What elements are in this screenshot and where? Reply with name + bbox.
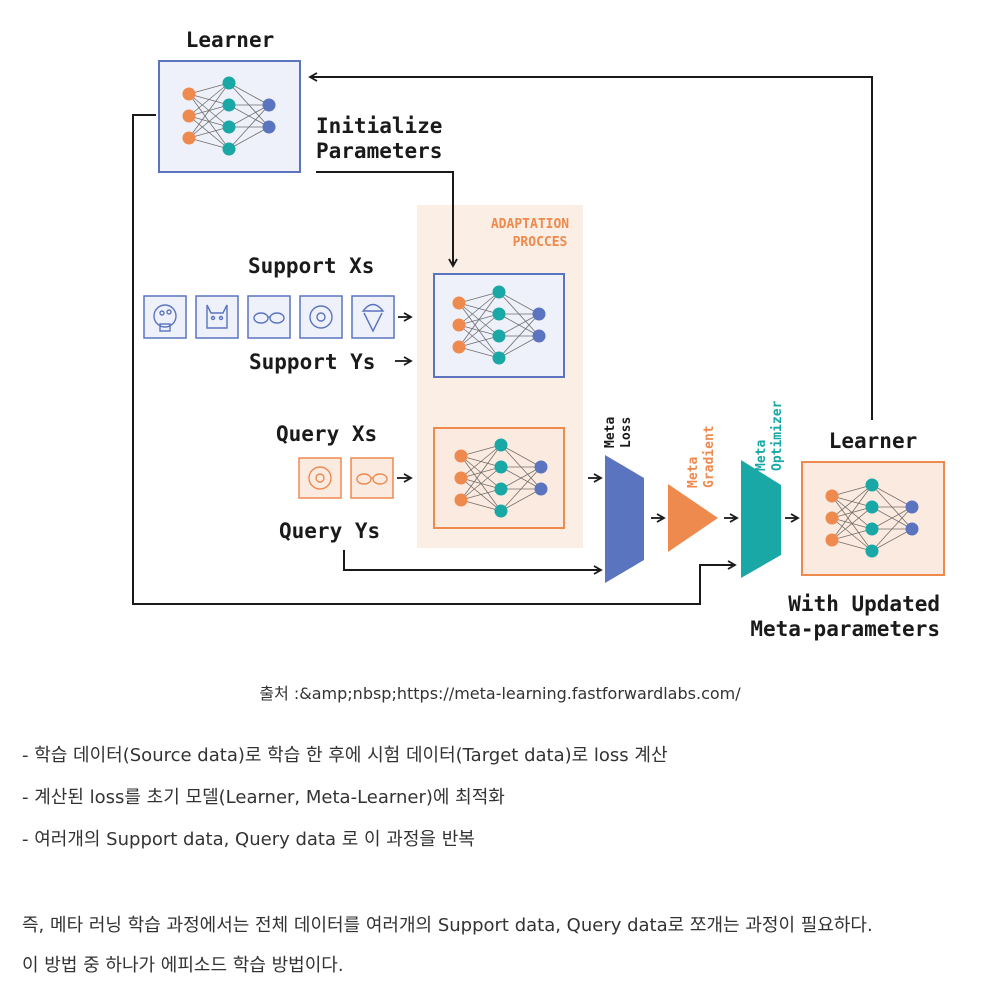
dog-icon [195,295,239,339]
query-xs-label: Query Xs [276,422,377,446]
bullet-item: - 여러개의 Support data, Query data 로 이 과정을 … [22,829,475,850]
init-params-arrow [316,171,458,268]
donut-icon [298,457,342,499]
updated-label: With Updated [788,592,940,616]
bullet-list: - 학습 데이터(Source data)로 학습 한 후에 시험 데이터(Ta… [22,742,668,868]
query-ys-arrow [343,550,603,575]
updated-label-2: Meta-parameters [750,617,940,641]
paragraph-line: 이 방법 중 하나가 에피소드 학습 방법이다. [22,955,344,976]
meta-optimizer-label: Meta [754,440,769,471]
initialize-label-2: Parameters [316,139,442,163]
initialize-label: Initialize [316,114,442,138]
feedback-arrow [308,72,873,420]
bullet-item: - 학습 데이터(Source data)로 학습 한 후에 시험 데이터(Ta… [22,745,668,766]
mushroom-icon [143,295,187,339]
meta-gradient-shape [668,484,718,552]
meta-learning-diagram: ADAPTATION PROCCES Learner Initialize Pa… [132,28,945,641]
learner-to-optimizer-line [132,114,737,605]
learner-top-title: Learner [186,28,275,52]
meta-gradient-label-2: Gradient [702,425,717,488]
meta-loss-label-2: Loss [619,417,634,448]
query-ys-label: Query Ys [279,519,380,543]
learner-right-title: Learner [829,429,918,453]
bullet-item: - 계산된 loss를 초기 모델(Learner, Meta-Learner)… [22,787,505,808]
adaptation-label-2: PROCCES [513,235,568,250]
paragraph-line: 즉, 메타 러닝 학습 과정에서는 전체 데이터를 여러개의 Support d… [22,915,873,936]
adaptation-label: ADAPTATION [491,217,569,232]
meta-optimizer-label-2: Optimizer [770,400,785,471]
meta-loss-shape [605,455,644,583]
meta-loss-label: Meta [603,417,618,448]
query-icons [298,457,394,499]
meta-gradient-label: Meta [686,457,701,488]
donut-icon [299,295,343,339]
summary-paragraph: 즉, 메타 러닝 학습 과정에서는 전체 데이터를 여러개의 Support d… [22,912,873,992]
support-xs-label: Support Xs [248,254,374,278]
source-caption: 출처 :&amp;nbsp;https://meta-learning.fast… [259,684,741,703]
support-ys-label: Support Ys [249,350,375,374]
meta-optimizer-shape [741,460,781,578]
